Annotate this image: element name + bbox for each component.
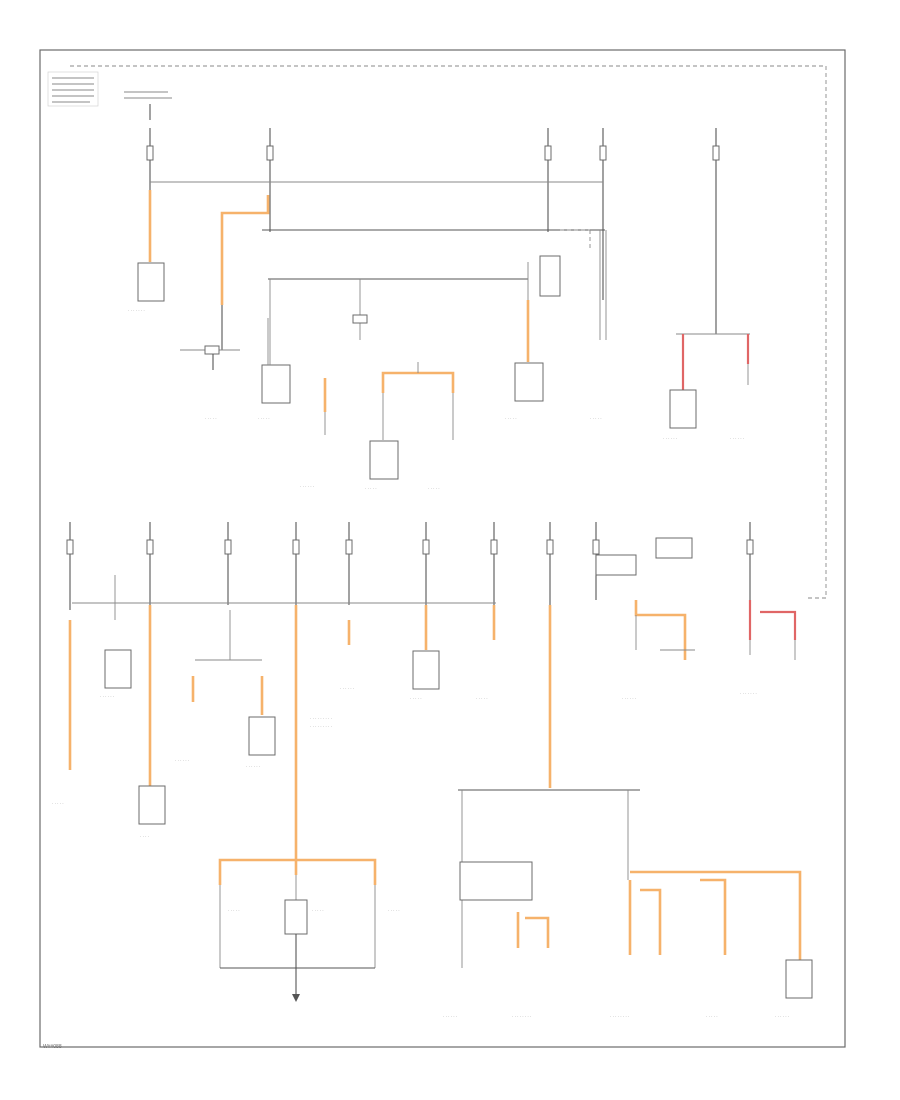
auxiliary-relay	[284, 899, 308, 935]
svg-text:· · · · · · · ·: · · · · · · · ·	[512, 1014, 531, 1019]
connector-left	[204, 345, 220, 355]
svg-text:· · · · · ·: · · · · · ·	[443, 1014, 457, 1019]
diagram-frame	[39, 49, 846, 1048]
wire-orange-r1	[634, 600, 687, 660]
svg-text:· · · · · ·: · · · · · ·	[622, 696, 636, 701]
svg-text:· · · · · ·: · · · · · ·	[775, 1014, 789, 1019]
relay-mid-right	[655, 537, 693, 559]
ignition-switch	[261, 364, 291, 404]
svg-text:· · · ·: · · · ·	[140, 834, 149, 839]
svg-text:· · · · ·: · · · · ·	[52, 801, 64, 806]
diagram-code: W##088	[43, 1044, 62, 1050]
instrument-cluster	[137, 262, 165, 302]
svg-text:· · · · ·: · · · · ·	[258, 416, 270, 421]
svg-text:· · · · ·: · · · · ·	[312, 908, 324, 913]
svg-text:· · · · · · · · ·: · · · · · · · · ·	[310, 716, 332, 721]
fuse-3	[544, 145, 552, 161]
svg-text:· · · · ·: · · · · ·	[706, 1014, 718, 1019]
svg-text:· · · · · ·: · · · · · ·	[175, 758, 189, 763]
wire-orange-bottom-splice	[218, 858, 377, 885]
fuse-block-middle	[66, 522, 754, 610]
svg-text:· · · · ·: · · · · ·	[505, 416, 517, 421]
svg-text:· · · · · · · ·: · · · · · · · ·	[610, 1014, 629, 1019]
splice-middle	[352, 314, 368, 324]
svg-text:· · · · ·: · · · · ·	[410, 696, 422, 701]
svg-text:· · · · ·: · · · · ·	[388, 908, 400, 913]
climate-control-module	[248, 716, 276, 756]
ground-symbol	[292, 994, 300, 1002]
passenger-door-module	[104, 649, 132, 689]
fuse-4	[599, 145, 607, 161]
svg-text:· · · · ·: · · · · ·	[365, 486, 377, 491]
fuse-5	[712, 145, 720, 161]
legend-block	[47, 71, 99, 107]
relay-box	[539, 255, 561, 297]
radio-module	[412, 650, 440, 690]
wire-orange-left-branch	[220, 195, 270, 305]
hot-at-all-times-label	[124, 91, 172, 120]
svg-text:· · · · ·: · · · · ·	[228, 908, 240, 913]
wire-orange-b5	[640, 888, 662, 955]
blower-motor-control	[669, 389, 697, 429]
middle-component-labels: · · · · · · · · · · · · · · · · · · · · …	[52, 686, 757, 839]
rear-module	[785, 959, 813, 999]
svg-text:· · · · · ·: · · · · · ·	[340, 686, 354, 691]
wire-orange-b6	[700, 878, 727, 955]
wire-orange-b3	[630, 870, 802, 960]
wire-orange-headlamp-splice	[381, 371, 455, 393]
svg-text:· · · · · ·: · · · · · ·	[100, 694, 114, 699]
body-control-module	[514, 362, 544, 402]
clock-module	[138, 785, 166, 825]
bottom-component-labels: · · · · · · · · · · · · · · · · · · · · …	[228, 908, 789, 1019]
outer-dashed-border	[70, 65, 827, 599]
svg-text:· · · · · ·: · · · · · ·	[730, 436, 744, 441]
fuse-2	[266, 145, 274, 161]
svg-text:· · · · ·: · · · · ·	[476, 696, 488, 701]
svg-text:· · · · · ·: · · · · · ·	[246, 764, 260, 769]
svg-text:· · · · · · ·: · · · · · · ·	[128, 308, 145, 313]
fuse-block-top	[146, 128, 720, 334]
svg-text:· · · · · ·: · · · · · ·	[663, 436, 677, 441]
bottom-relay-box	[459, 861, 533, 901]
svg-text:· · · · ·: · · · · ·	[205, 416, 217, 421]
svg-text:· · · · · · · · ·: · · · · · · · · ·	[310, 724, 332, 729]
svg-text:· · · · ·: · · · · ·	[428, 486, 440, 491]
fuse-1	[146, 145, 154, 161]
svg-text:· · · · ·: · · · · ·	[590, 416, 602, 421]
top-component-labels: · · · · · · · · · · · · · · · · · · · · …	[205, 416, 744, 491]
svg-text:· · · · · ·: · · · · · ·	[300, 484, 314, 489]
wire-orange-b2	[525, 916, 550, 948]
left-headlamp	[369, 440, 399, 480]
wire-red-r2	[760, 610, 797, 640]
svg-text:· · · · · · ·: · · · · · · ·	[740, 691, 757, 696]
